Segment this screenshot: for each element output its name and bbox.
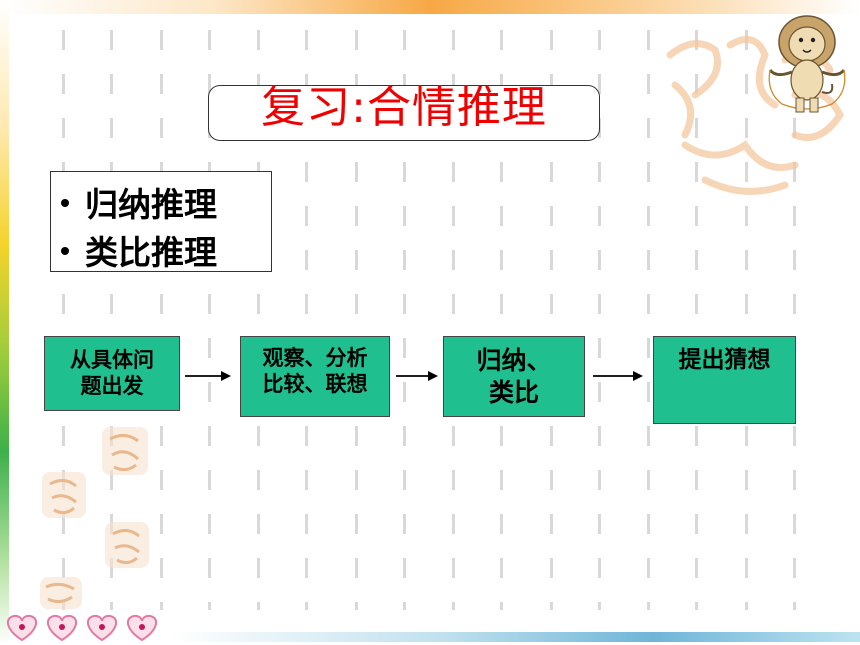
right-arrow-icon: [593, 371, 643, 381]
bullet-dot-icon: [61, 246, 69, 255]
slide-title: 复习:合情推理: [261, 82, 547, 133]
top-decor-bar: [0, 0, 860, 14]
small-seal-decoration: [105, 522, 149, 568]
step-line: 类比: [488, 378, 539, 407]
bg-dash-line: [550, 30, 553, 610]
bg-dash-line: [598, 30, 601, 610]
bg-dash-line: [62, 30, 65, 610]
flow-step-induce-analogize: 归纳、 类比: [443, 336, 585, 417]
small-seal-decoration: [40, 577, 82, 609]
bg-dash-line: [647, 30, 650, 610]
flow-step-observe-analyze: 观察、分析 比较、联想: [240, 336, 390, 417]
flow-step-concrete-problem: 从具体问 题出发: [44, 336, 180, 411]
bottom-decor-bar: [170, 632, 860, 642]
bg-dash-line: [500, 30, 503, 610]
bg-dash-line: [745, 30, 748, 610]
right-arrow-icon: [185, 371, 231, 381]
step-line: 题出发: [80, 374, 144, 398]
lion-mascot-icon: [768, 15, 846, 113]
bg-dash-line: [793, 30, 796, 610]
small-seal-decoration: [42, 472, 86, 518]
bg-dash-line: [110, 30, 113, 610]
bullet-dot-icon: [61, 198, 69, 207]
bullet-text: 归纳推理: [85, 185, 217, 224]
bg-dash-line: [208, 30, 211, 610]
bullet-list-box: 归纳推理 类比推理: [50, 171, 272, 272]
left-decor-bar: [0, 0, 9, 645]
bg-dash-line: [452, 30, 455, 610]
flow-step-conjecture: 提出猜想: [653, 336, 796, 424]
bullet-item: 类比推理: [61, 226, 217, 274]
bullet-item: 归纳推理: [61, 178, 217, 226]
bg-dash-line: [403, 30, 406, 610]
step-line: 提出猜想: [678, 347, 771, 373]
bullet-text: 类比推理: [85, 233, 217, 272]
bg-dash-line: [257, 30, 260, 610]
small-seal-decoration: [102, 427, 148, 475]
step-line: 观察、分析: [262, 346, 368, 370]
step-line: 比较、联想: [262, 372, 368, 396]
bg-dash-line: [305, 30, 308, 610]
step-line: 归纳、: [476, 346, 552, 375]
bg-dash-line: [695, 30, 698, 610]
bg-dash-line: [160, 30, 163, 610]
right-arrow-icon: [396, 371, 438, 381]
step-line: 从具体问: [70, 348, 154, 372]
bg-dash-line: [355, 30, 358, 610]
heart-badges-icon: [6, 614, 158, 642]
title-frame: [208, 85, 600, 141]
